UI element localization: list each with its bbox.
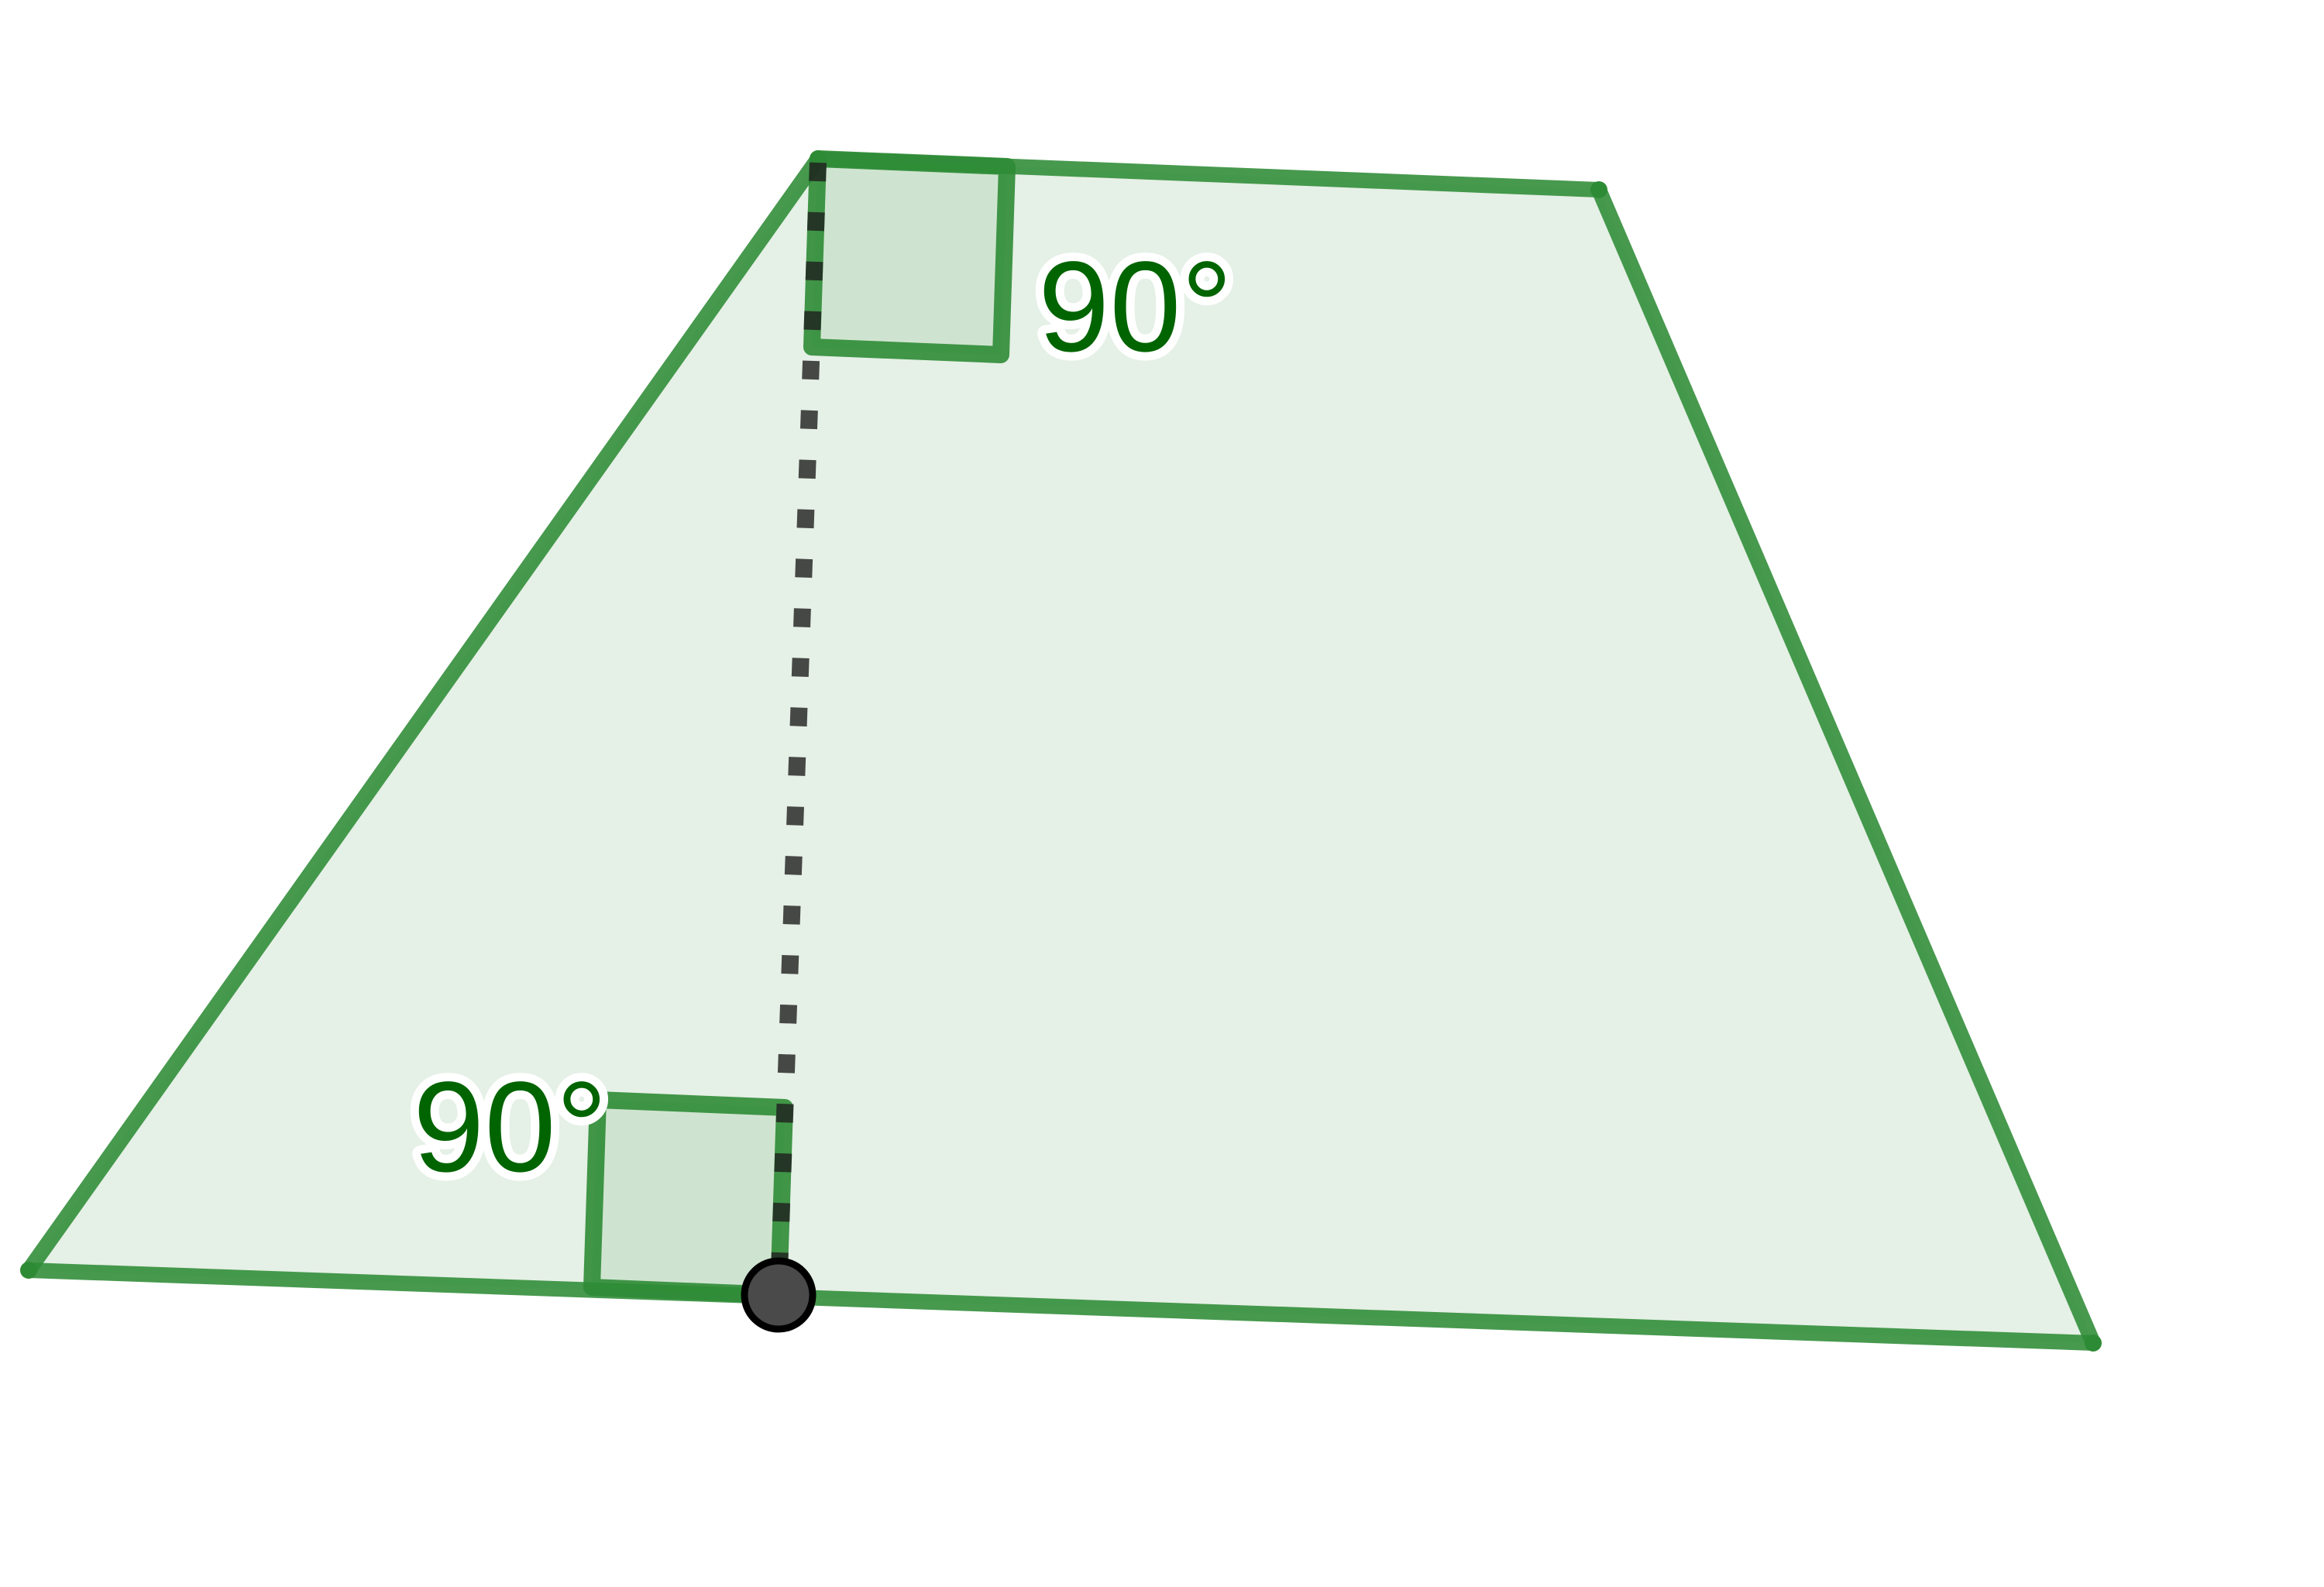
- edge-bottom: [21, 1262, 2101, 1351]
- altitude-foot-point[interactable]: [741, 1257, 816, 1333]
- trapezoid-fill: [29, 159, 2093, 1343]
- vertex-top-right: [1590, 181, 1607, 198]
- vertex-bottom-left: [20, 1262, 37, 1279]
- trapezoid-edges: [21, 151, 2101, 1351]
- right-angle-marker-top: [803, 150, 1016, 363]
- altitude-dashed-line: [770, 162, 827, 1294]
- edge-left: [21, 151, 826, 1278]
- angle-label-bottom: 90°: [413, 1056, 607, 1199]
- angle-label-top: 90°: [1038, 235, 1232, 379]
- vertex-bottom-right: [2085, 1335, 2102, 1352]
- edge-top: [810, 151, 1607, 198]
- edge-right: [1591, 182, 2101, 1351]
